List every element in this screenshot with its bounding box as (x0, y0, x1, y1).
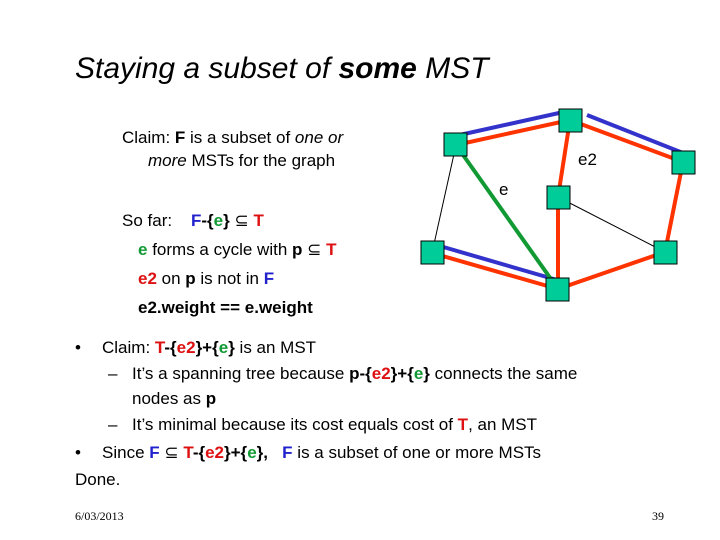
graph-node (653, 240, 678, 265)
sub-bullet-spanning-tree: – It’s a spanning tree because p-{e2}+{e… (108, 364, 578, 408)
bullet-list: • Claim: T-{e2}+{e} is an MST – It’s a s… (75, 334, 695, 493)
footer-date: 6/03/2013 (75, 509, 124, 523)
edge-label-e2: e2 (578, 150, 597, 169)
edge-blue-bottom-left (432, 242, 558, 282)
edge-red-right (663, 161, 685, 253)
edge-label-e: e (499, 180, 509, 199)
edge-blue-top-left (454, 109, 569, 138)
bullet-since: • Since F ⊆ T-{e2}+{e}, F is a subset of… (75, 443, 542, 462)
bullet-claim: • Claim: T-{e2}+{e} is an MST (75, 338, 317, 357)
edge-red-bottom-right (557, 250, 666, 291)
graph-node (671, 150, 696, 175)
edge-red-top-right (569, 118, 684, 164)
edge-red-top-left (455, 118, 571, 147)
graph-node (545, 277, 570, 302)
graph-node (443, 132, 468, 157)
edge-e (454, 143, 560, 291)
slide-title: Staying a subset of some MST (75, 52, 489, 85)
claim-block: Claim: F is a subset of one or more MSTs… (122, 128, 344, 170)
graph-node (546, 185, 571, 210)
so-far-block: So far: F-{e} ⊆ T e forms a cycle with p… (122, 211, 337, 317)
edge-red-bottom-left (431, 251, 559, 291)
edge-blue-top-right (586, 113, 684, 155)
done-text: Done. (75, 470, 121, 489)
page-number: 39 (652, 509, 664, 523)
graph-node (420, 240, 445, 265)
edge-thin-left (431, 144, 457, 254)
edge-thin-right (557, 196, 666, 253)
edge-e2 (556, 119, 572, 198)
graph-node (558, 108, 583, 133)
sub-bullet-minimal: – It’s minimal because its cost equals c… (108, 415, 538, 434)
